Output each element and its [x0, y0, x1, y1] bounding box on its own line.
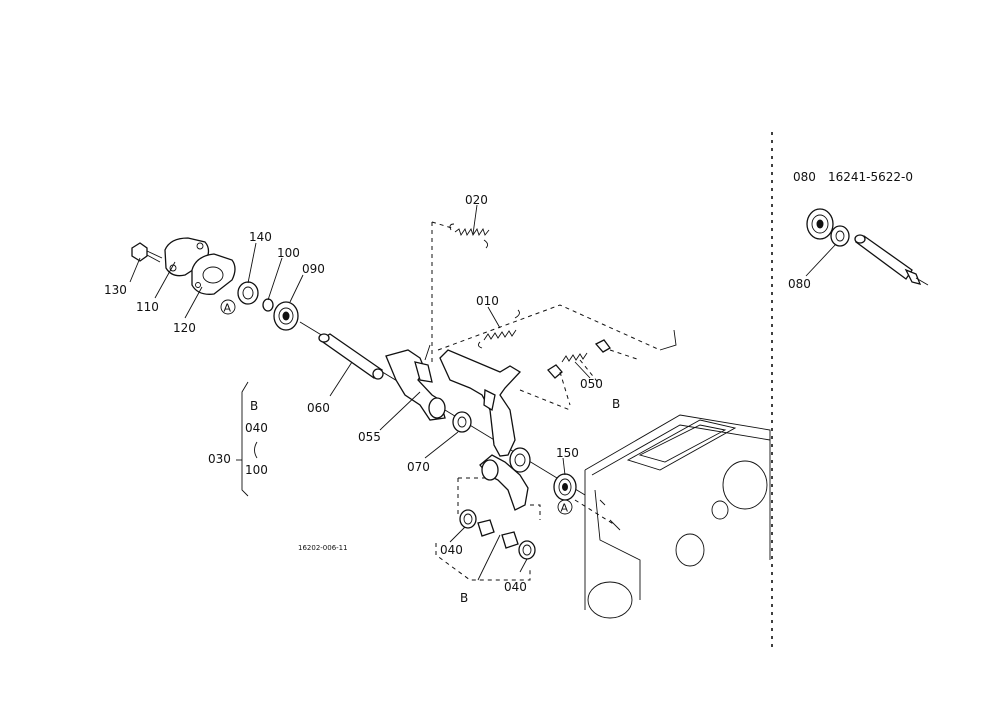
- shaft-080: [854, 234, 929, 286]
- callout-b-lower: B: [460, 591, 468, 605]
- callout-b-upper: B: [612, 397, 620, 411]
- bearing-150: [553, 473, 577, 501]
- side-callout-080: 080: [788, 277, 811, 291]
- governor-arm: [439, 349, 531, 511]
- lever-055: [385, 344, 446, 421]
- drawing-code: 16202-006-11: [298, 544, 348, 552]
- ring-140: [237, 281, 259, 305]
- group-030-line1: B: [250, 399, 258, 413]
- callout-140: 140: [249, 230, 272, 244]
- callout-120: 120: [173, 321, 196, 335]
- callout-055: 055: [358, 430, 381, 444]
- callout-040-left: 040: [440, 543, 463, 557]
- callout-050: 050: [580, 377, 603, 391]
- callout-100: 100: [277, 246, 300, 260]
- callout-040-right: 040: [504, 580, 527, 594]
- group-030-line2: 040: [245, 421, 268, 435]
- bushing-040-a: [459, 509, 495, 537]
- spring-020: [449, 223, 490, 249]
- callout-090: 090: [302, 262, 325, 276]
- engine-block: [584, 414, 771, 619]
- gasket-120: [191, 253, 236, 295]
- shaft-060: [318, 333, 384, 380]
- callout-150: 150: [556, 446, 579, 460]
- callout-020: 020: [465, 193, 488, 207]
- bolt-130: [131, 242, 163, 263]
- ref-a-right: A: [561, 502, 569, 515]
- callout-110: 110: [136, 300, 159, 314]
- ring-100: [262, 298, 274, 312]
- spring-010: [477, 309, 520, 349]
- callout-010: 010: [476, 294, 499, 308]
- callout-130: 130: [104, 283, 127, 297]
- bearing-080: [806, 208, 850, 247]
- ref-a-left: A: [224, 302, 232, 315]
- side-ref-num: 080: [793, 170, 816, 184]
- group-030-line3: 100: [245, 463, 268, 477]
- group-030-label: 030: [208, 452, 231, 466]
- bushing-040-b: [501, 531, 536, 560]
- bearing-090: [273, 301, 299, 331]
- spring-050: [547, 339, 641, 406]
- side-part-number: 16241-5622-0: [828, 170, 913, 184]
- callout-060: 060: [307, 401, 330, 415]
- washer-070: [452, 411, 472, 433]
- callout-070: 070: [407, 460, 430, 474]
